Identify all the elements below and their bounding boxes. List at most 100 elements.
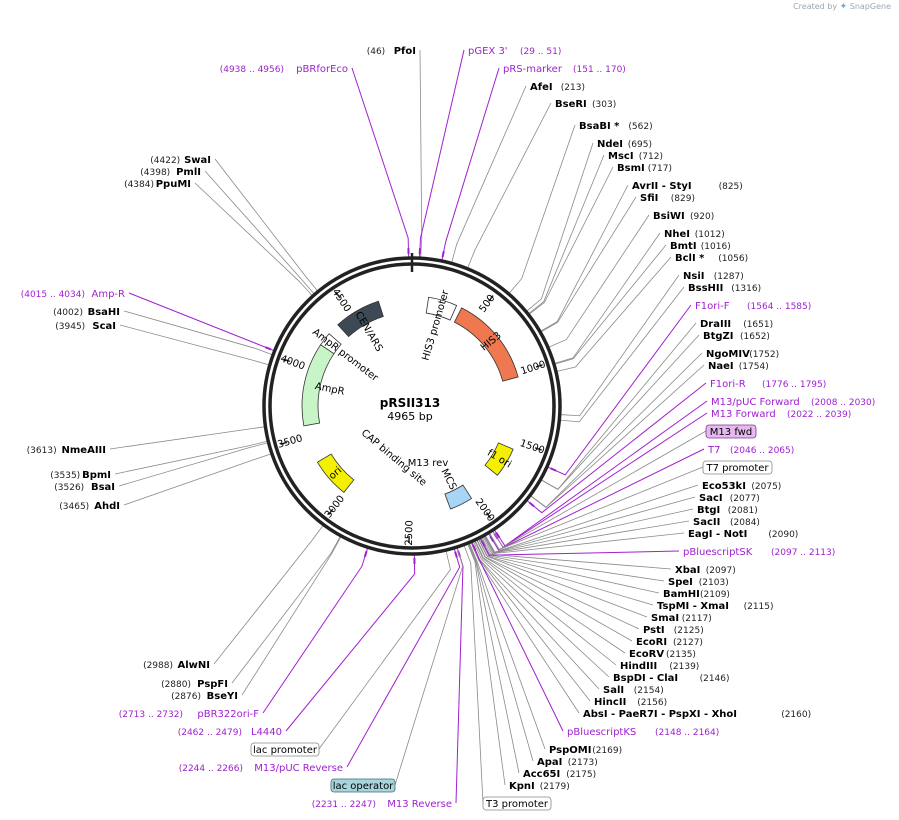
site-labels[interactable]: AfeI(213) BseRI(303) BsaBI *(562) NdeI(695)… [21,46,876,811]
enzyme-xbai[interactable]: XbaI(2097) [675,565,736,576]
enzyme-ecorv[interactable]: EcoRV(2135) [629,649,696,660]
connector [194,182,314,297]
enzyme-eco53ki[interactable]: Eco53kI(2075) [702,481,781,492]
ring-tick [534,447,542,451]
enzyme-bseyi[interactable]: BseYI(2876) [171,691,238,702]
enzyme-bsshii[interactable]: BssHII(1316) [688,283,761,294]
enzyme-swai[interactable]: SwaI(4422) [150,155,211,166]
primer-pbrforeco[interactable]: pBRforEco(4938 .. 4956) [220,64,348,75]
feature-his3-promoter[interactable] [425,296,458,321]
enzyme-bsabi[interactable]: BsaBI *(562) [579,121,653,132]
enzyme-pfoi[interactable]: PfoI(46) [367,46,416,57]
enzyme-bsmi[interactable]: BsmI(717) [617,163,672,174]
primer-t7[interactable]: T7(2046 .. 2065) [707,445,794,456]
enzyme-hincii[interactable]: HincII(2156) [594,697,667,708]
enzyme-bmti[interactable]: BmtI(1016) [670,241,731,252]
enzyme-ppumi[interactable]: PpuMI(4384) [124,179,191,190]
plasmid-size: 4965 bp [387,410,432,423]
enzyme-absi-paer7i-pspxi-xhoi[interactable]: AbsI - PaeR7I - PspXI - XhoI(2160) [583,709,811,720]
enzyme-bspdi-clai[interactable]: BspDI - ClaI(2146) [613,673,730,684]
enzyme-name: NgoMIV [706,349,750,360]
primer-pgex-3[interactable]: pGEX 3'(29 .. 51) [468,46,561,57]
enzyme-bsahi[interactable]: BsaHI(4002) [53,307,120,318]
primer-f1ori-f[interactable]: F1ori-F(1564 .. 1585) [695,301,811,312]
primer-pbluescriptsk[interactable]: pBluescriptSK(2097 .. 2113) [683,547,835,558]
enzyme-name: AbsI - PaeR7I - PspXI - XhoI [583,709,737,720]
enzyme-btgi[interactable]: BtgI(2081) [697,505,758,516]
primer-m13-forward[interactable]: M13 Forward(2022 .. 2039) [711,409,851,420]
enzyme-sacii[interactable]: SacII(2084) [693,517,760,528]
enzyme-bsiwi[interactable]: BsiWI(920) [653,211,714,222]
feature-f1-ori[interactable] [484,442,514,476]
enzyme-name: BssHII [688,283,723,294]
enzyme-pspfi[interactable]: PspFI(2880) [161,679,228,690]
feature-ori[interactable] [316,453,355,493]
enzyme-sfii[interactable]: SfiI(829) [640,193,695,204]
enzyme-saci[interactable]: SacI(2077) [699,493,760,504]
feature-his3[interactable] [453,307,519,382]
enzyme-psti[interactable]: PstI(2125) [643,625,704,636]
feature-ampr[interactable] [301,344,335,427]
primer-name: Amp-R [92,289,126,300]
connector [488,466,704,550]
enzyme-draiii[interactable]: DraIII(1651) [700,319,773,330]
enzyme-scai[interactable]: ScaI(3945) [55,321,116,332]
feature-box-lac-operator[interactable]: lac operator [330,778,396,793]
connector [346,547,461,768]
enzyme-tspmi-xmai[interactable]: TspMI - XmaI(2115) [657,601,774,612]
enzyme-smai[interactable]: SmaI(2117) [651,613,712,624]
connector [468,542,546,750]
enzyme-naei[interactable]: NaeI(1754) [708,361,769,372]
enzyme-bseri[interactable]: BseRI(303) [555,99,616,110]
primer-amp-r[interactable]: Amp-R(4015 .. 4034) [21,289,125,300]
enzyme-alwni[interactable]: AlwNI(2988) [143,660,210,671]
primer-range: (1564 .. 1585) [747,302,811,312]
feature-box-t3-promoter[interactable]: T3 promoter [482,796,552,811]
feature-ampr-promoter[interactable] [320,333,342,355]
enzyme-bsai[interactable]: BsaI(3526) [54,482,115,493]
enzyme-avrii-styi[interactable]: AvrII - StyI(825) [632,181,743,192]
enzyme-nhei[interactable]: NheI(1012) [664,229,725,240]
enzyme-hindiii[interactable]: HindIII(2139) [620,661,699,672]
enzyme-btgzi[interactable]: BtgZI(1652) [703,331,770,342]
enzyme-position: (3535) [50,471,80,481]
feature-box-t7-promoter[interactable]: T7 promoter [702,460,773,475]
enzyme-bpmi[interactable]: BpmI(3535) [50,470,111,481]
enzyme-kpni[interactable]: KpnI(2179) [509,781,570,792]
primer-f1ori-r[interactable]: F1ori-R(1776 .. 1795) [710,379,826,390]
enzyme-bamhi[interactable]: BamHI(2109) [663,589,730,600]
primer-m13-puc-reverse[interactable]: M13/pUC Reverse(2244 .. 2266) [179,763,343,774]
enzyme-pmli[interactable]: PmlI(4398) [140,167,201,178]
enzyme-ecori[interactable]: EcoRI(2127) [636,637,703,648]
enzyme-acc65i[interactable]: Acc65I(2175) [523,769,596,780]
primer-prs-marker[interactable]: pRS-marker(151 .. 170) [503,64,626,75]
enzyme-spei[interactable]: SpeI(2103) [668,577,729,588]
feature-cen-ars[interactable] [337,300,384,338]
enzyme-afei[interactable]: AfeI(213) [530,82,585,93]
feature-box-m13-fwd[interactable]: M13 fwd [705,424,757,439]
enzyme-apai[interactable]: ApaI(2173) [537,757,598,768]
enzyme-position: (829) [671,194,695,204]
enzyme-name: SalI [603,685,624,696]
enzyme-name: SpeI [668,577,693,588]
primer-m13-reverse[interactable]: M13 Reverse(2231 .. 2247) [312,799,452,810]
enzyme-sali[interactable]: SalI(2154) [603,685,664,696]
snapgene-watermark: Created by ✦ SnapGene [793,2,891,12]
feature-box-lac-promoter[interactable]: lac promoter [250,742,320,757]
enzyme-ngomiv[interactable]: NgoMIV(1752) [706,349,779,360]
enzyme-pspomi[interactable]: PspOMI(2169) [549,745,622,756]
enzyme-ndei[interactable]: NdeI(695) [597,139,652,150]
enzyme-bcli[interactable]: BclI *(1056) [675,253,748,264]
primer-pbr322ori-f[interactable]: pBR322ori-F(2713 .. 2732) [119,709,260,720]
enzyme-msci[interactable]: MscI(712) [608,151,663,162]
enzyme-position: (2135) [666,650,696,660]
primer-pbluescriptks[interactable]: pBluescriptKS(2148 .. 2164) [567,727,719,738]
enzyme-eagi-noti[interactable]: EagI - NotI(2090) [688,529,798,540]
enzyme-nmeaiii[interactable]: NmeAIII(3613) [27,445,106,456]
enzyme-name: HindIII [620,661,657,672]
enzyme-nsii[interactable]: NsiI(1287) [683,271,744,282]
enzyme-ahdi[interactable]: AhdI(3465) [59,501,120,512]
feature-mcs[interactable] [444,484,473,510]
primer-l4440[interactable]: L4440(2462 .. 2479) [178,727,282,738]
primer-m13-puc-forward[interactable]: M13/pUC Forward(2008 .. 2030) [711,397,875,408]
